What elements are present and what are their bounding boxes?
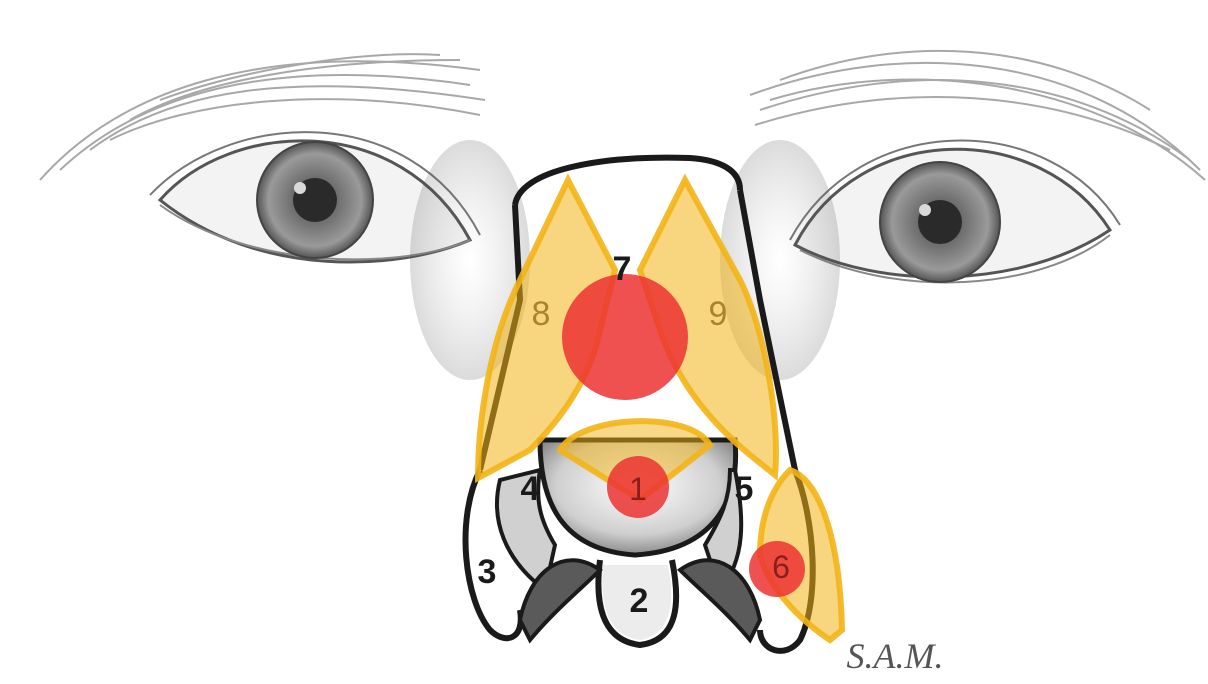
label-6: 6 <box>772 549 790 585</box>
label-3: 3 <box>478 553 497 591</box>
label-2: 2 <box>630 582 649 620</box>
label-4: 4 <box>521 470 540 508</box>
label-7: 7 <box>613 250 632 288</box>
label-8: 8 <box>532 295 551 333</box>
label-5: 5 <box>735 470 754 508</box>
defect-circle-7 <box>562 274 688 400</box>
label-9: 9 <box>709 295 728 333</box>
label-1: 1 <box>629 471 647 507</box>
artist-signature: S.A.M. <box>847 636 944 676</box>
